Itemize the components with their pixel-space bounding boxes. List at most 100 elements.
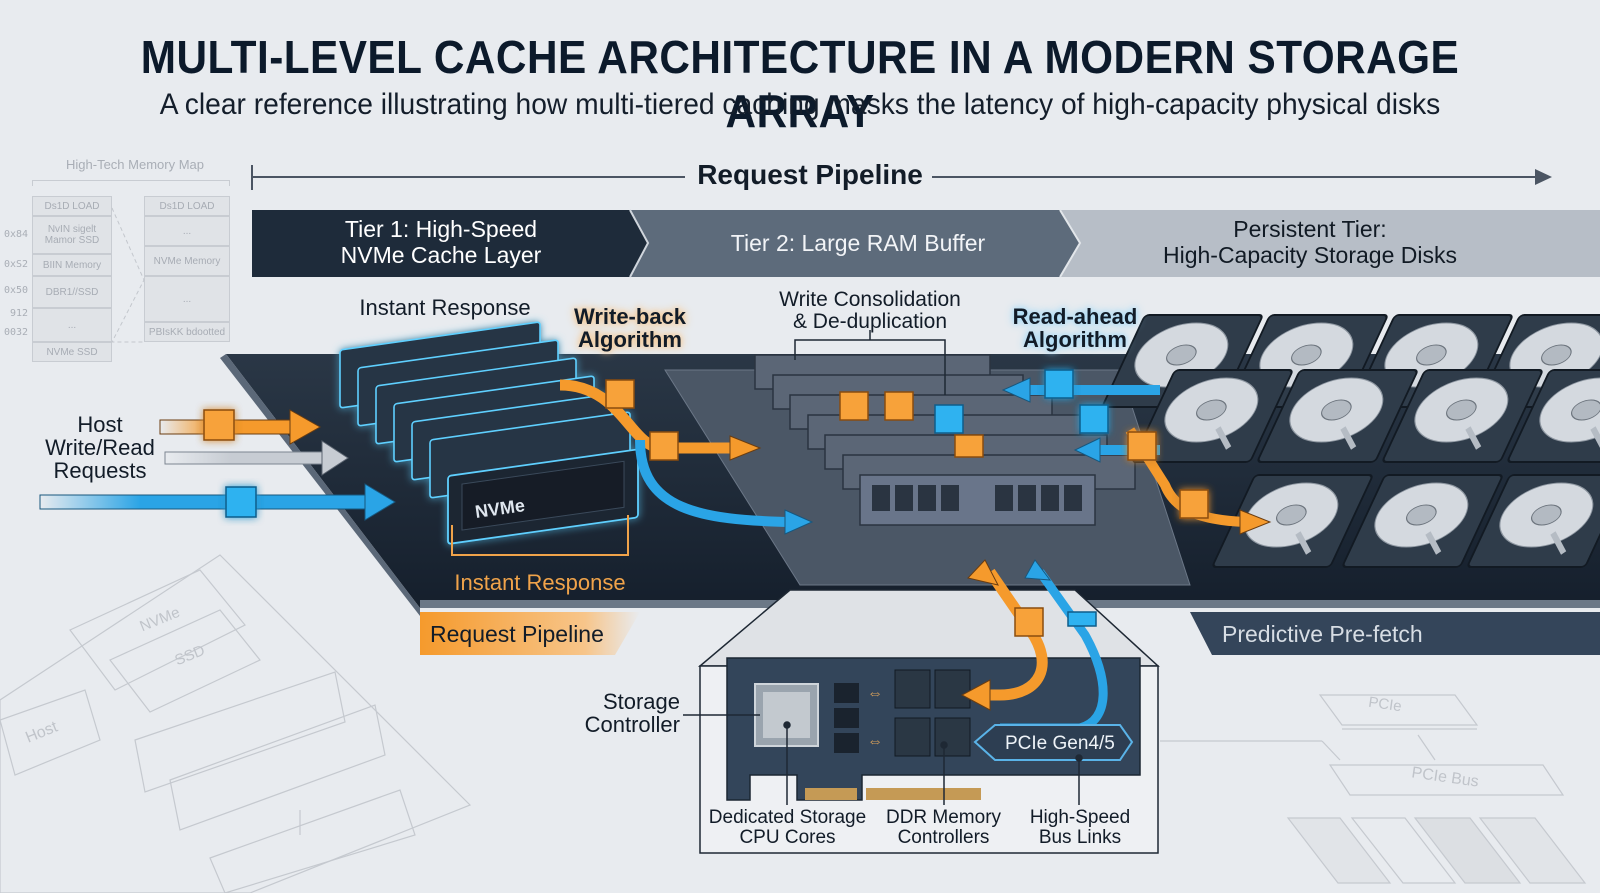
bidirectional-arrow-icon: ⇔ (867, 733, 883, 750)
write-consolidation-line: Write Consolidation (779, 288, 961, 311)
predictive-prefetch-label: Predictive Pre-fetch (1222, 621, 1423, 647)
ram-chips (872, 485, 1082, 511)
tier-3-label-line1: Persistent Tier: (1233, 216, 1387, 242)
ddr-controllers-callout: DDR Memory Controllers (876, 808, 1011, 848)
predictive-prefetch-strip (1190, 612, 1600, 655)
write-consolidation-line: & De-duplication (792, 310, 948, 334)
tier-2-band (630, 210, 1080, 277)
hard-disk-drive (1467, 474, 1600, 568)
pcie-link-arrow (973, 724, 1134, 761)
callout-line: Controllers (897, 826, 990, 848)
write-data-block (649, 431, 679, 461)
host-requests-line: Requests (53, 458, 147, 484)
tier-2-label-line1: Tier 2: Large RAM Buffer (730, 230, 986, 256)
ram-dimm-stack (754, 354, 1136, 526)
hard-disk-drive (1132, 369, 1293, 463)
memory-address: 0032 (4, 327, 29, 338)
tier-3-label: Persistent Tier: High-Capacity Storage D… (1080, 216, 1540, 269)
read-data-block (1067, 611, 1097, 627)
write-data-block (954, 434, 984, 458)
read-ahead-line: Algorithm (1023, 327, 1127, 353)
memory-map-connector (111, 207, 145, 343)
read-data-block (934, 404, 964, 434)
read-data-block (225, 486, 257, 518)
memory-map-cell: ... (32, 308, 112, 342)
write-data-block (1179, 489, 1209, 519)
tier-1-label-line2: NVMe Cache Layer (340, 242, 542, 269)
hard-disk-drive (1212, 474, 1373, 568)
callout-leaders (683, 714, 1083, 805)
memory-address: 0xS2 (4, 259, 29, 270)
tier-1-label-line1: Tier 1: High-Speed (344, 216, 538, 242)
host-requests-line: Host (77, 412, 123, 437)
request-pipeline-bottom-label: Request Pipeline (430, 621, 604, 647)
memory-map-cell: NVMe Memory (144, 246, 230, 276)
hard-disk-drive (1382, 369, 1543, 463)
host-generic-arrow (164, 440, 349, 476)
ddr-memory-chips (894, 669, 971, 757)
memory-map-bracket (32, 180, 230, 186)
request-pipeline-strip (420, 612, 640, 655)
tier-1-label: Tier 1: High-Speed NVMe Cache Layer (252, 216, 630, 269)
hard-disk-drive (1257, 369, 1418, 463)
memory-map-cell: BIIN Memory (32, 254, 112, 276)
memory-map-cell: ... (144, 276, 230, 322)
cpu-cores-callout: Dedicated Storage CPU Cores (700, 808, 875, 848)
tier1-to-tier2-read-flow (635, 439, 791, 527)
write-data-block (1014, 607, 1044, 637)
memory-map-cell: DBR1//SSD (32, 276, 112, 308)
instant-response-bracket (451, 515, 629, 556)
callout-line: Bus Links (1038, 826, 1122, 848)
bidirectional-arrow-icon: ⇔ (867, 685, 883, 702)
write-data-block (1127, 431, 1157, 461)
hdd-array (1102, 314, 1600, 568)
instant-response-top-label: Instant Response (359, 295, 531, 320)
write-data-block (839, 391, 869, 421)
memory-map-cell: Ds1D LOAD (32, 196, 112, 216)
memory-address: 912 (10, 308, 29, 319)
hard-disk-drive (1342, 474, 1503, 568)
callout-line: DDR Memory (885, 807, 1002, 828)
write-back-line: Algorithm (578, 327, 682, 353)
memory-map-title: High-Tech Memory Map (66, 157, 204, 172)
tier-1-band (252, 210, 648, 277)
host-write-arrow (159, 409, 322, 445)
pcie-bus-sketch (1160, 694, 1587, 884)
memory-map-cell: NVMe SSD (32, 342, 112, 362)
host-requests-line: Write/Read (45, 435, 155, 461)
instant-response-bottom-label: Instant Response (454, 570, 626, 595)
storage-controller-card (726, 657, 1141, 801)
read-data-block (1079, 404, 1109, 434)
host-board-sketch (0, 554, 472, 893)
request-pipeline-label: Request Pipeline (697, 159, 923, 190)
callout-line: High-Speed (1029, 807, 1131, 828)
bus-links-callout: High-Speed Bus Links (1015, 808, 1145, 848)
read-ahead-line: Read-ahead (1012, 304, 1138, 329)
host-requests-label: Host Write/Read Requests (30, 413, 170, 482)
memory-map-cell: PBIsKK bdootted (144, 322, 230, 342)
memory-map-cell: ... (144, 216, 230, 246)
memory-address: 0x84 (4, 229, 29, 240)
callout-line: Dedicated Storage (708, 807, 867, 828)
memory-map-cell: NvIN sigelt Mamor SSD (32, 216, 112, 254)
write-data-block (605, 379, 635, 409)
write-data-block (203, 409, 235, 441)
tier-3-band (1060, 210, 1600, 277)
write-back-label: Write-back Algorithm (555, 305, 705, 351)
host-read-arrow (39, 483, 396, 521)
storage-controller-line: Storage (602, 689, 680, 714)
read-ahead-label: Read-ahead Algorithm (1000, 305, 1150, 351)
write-data-block (884, 391, 914, 421)
tier-3-label-line2: High-Capacity Storage Disks (1162, 242, 1457, 269)
tier-2-label: Tier 2: Large RAM Buffer (648, 230, 1068, 256)
write-consolidation-label: Write Consolidation & De-duplication (750, 288, 990, 334)
memory-map-cell: Ds1D LOAD (144, 196, 230, 216)
write-back-line: Write-back (573, 304, 687, 329)
memory-address: 0x50 (4, 285, 29, 296)
nvme-module-stack (339, 321, 639, 545)
storage-controller-line: Controller (584, 712, 680, 738)
callout-line: CPU Cores (739, 826, 836, 848)
page-subtitle: A clear reference illustrating how multi… (159, 88, 1441, 121)
storage-controller-label: Storage Controller (560, 690, 680, 736)
